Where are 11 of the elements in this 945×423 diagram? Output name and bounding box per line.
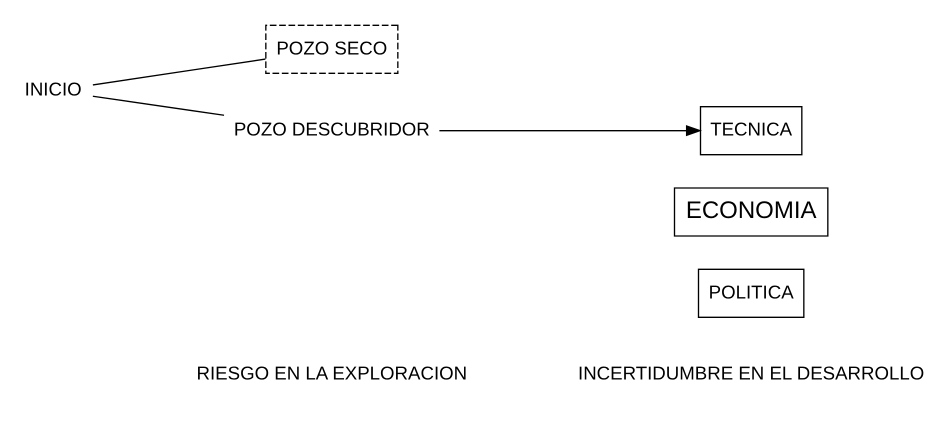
node-box: TECNICA: [700, 106, 802, 155]
node-box: ECONOMIA: [674, 186, 828, 236]
arrow: [439, 124, 702, 136]
node-box: POLITICA: [698, 268, 804, 318]
connector: [92, 95, 224, 116]
label: RIESGO EN LA EXPLORACION: [196, 362, 468, 384]
label: INCERTIDUMBRE EN EL DESARROLLO: [578, 362, 924, 384]
node-box: POZO SECO: [265, 24, 398, 74]
connector: [92, 58, 266, 86]
node-text: POZO DESCUBRIDOR: [234, 118, 430, 140]
node-text: INICIO: [24, 78, 82, 100]
